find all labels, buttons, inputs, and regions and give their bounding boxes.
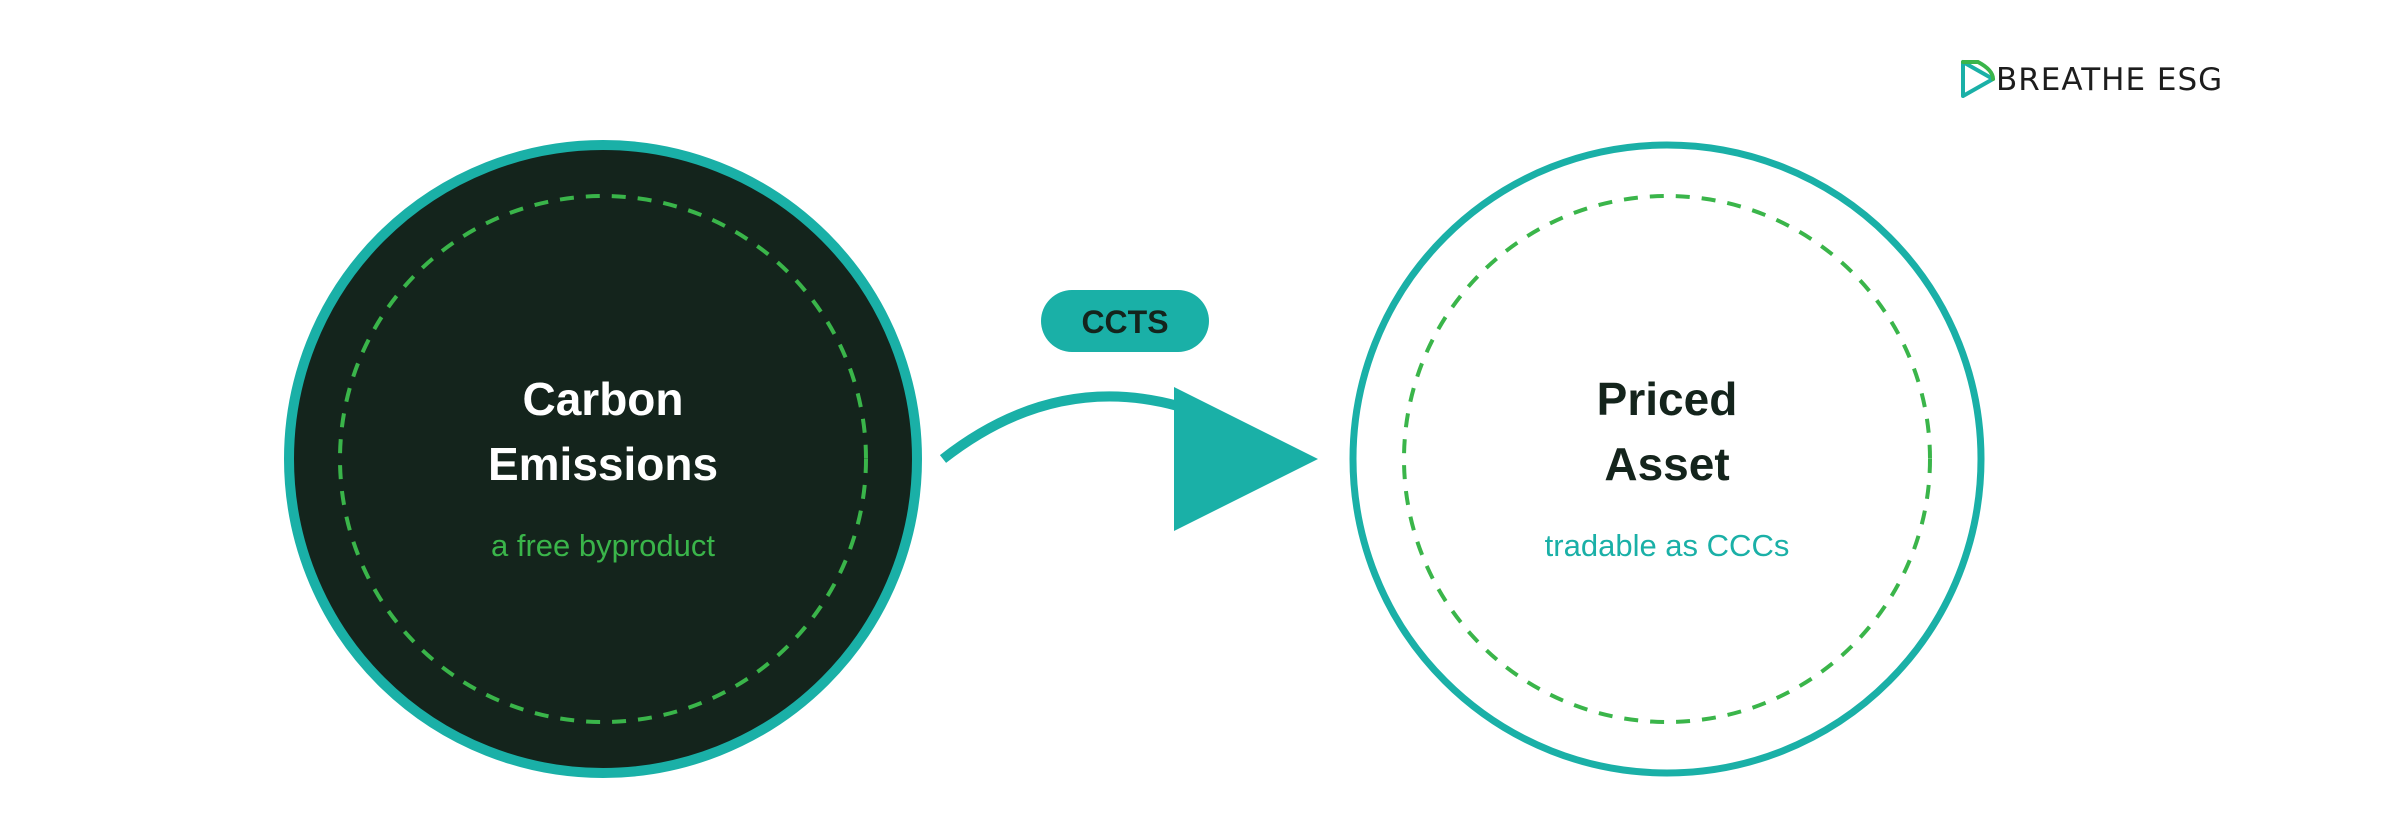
source-dashed-ring — [338, 194, 868, 724]
connector: CCTS — [939, 290, 1318, 531]
connector-curve — [939, 391, 1180, 463]
brand-arrow-icon — [1961, 60, 1995, 98]
source-outer-circle — [284, 140, 922, 778]
target-node: Priced Asset tradable as CCCs — [1349, 141, 1985, 777]
source-title-line1: Carbon — [523, 373, 684, 425]
target-title-line2: Asset — [1604, 438, 1729, 490]
target-outer-circle — [1349, 141, 1985, 777]
target-title-line1: Priced — [1597, 373, 1738, 425]
source-subtitle: a free byproduct — [491, 528, 715, 563]
ccts-label: CCTS — [1081, 304, 1168, 340]
target-dashed-ring — [1402, 194, 1932, 724]
target-subtitle: tradable as CCCs — [1545, 528, 1790, 563]
source-node: Carbon Emissions a free byproduct — [284, 140, 922, 778]
arrow-right-icon — [1174, 387, 1318, 531]
brand-name: BREATHE ESG — [1996, 62, 2223, 98]
ccts-pill — [1041, 290, 1209, 352]
source-title-line2: Emissions — [488, 438, 718, 490]
brand-logo: BREATHE ESG — [1961, 60, 2223, 98]
